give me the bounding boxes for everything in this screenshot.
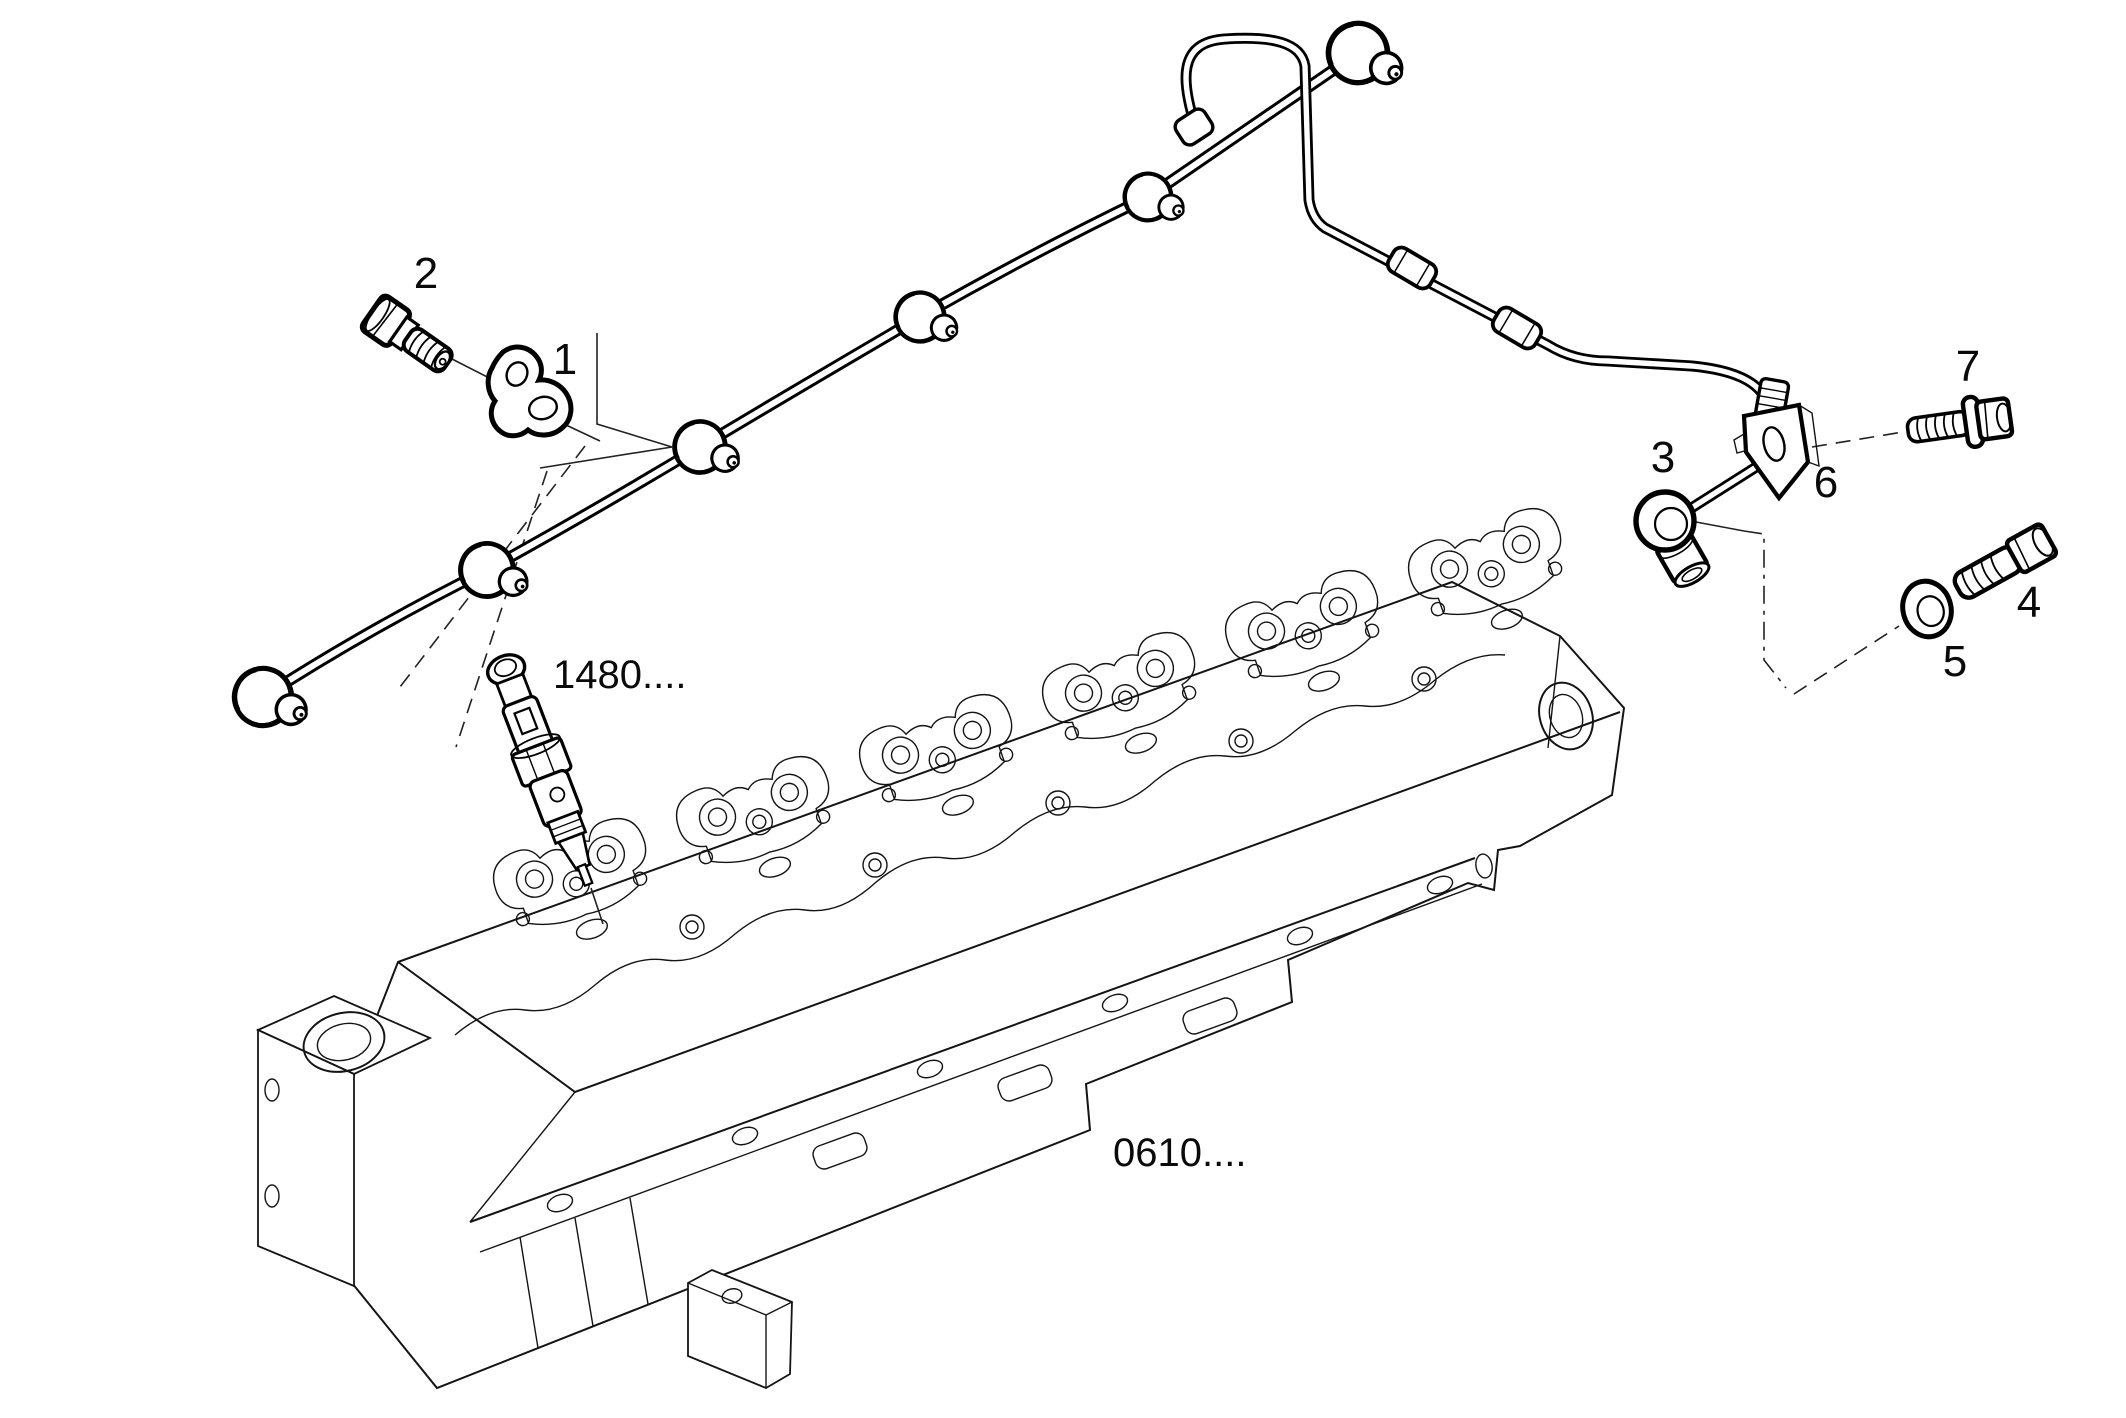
lower-face-ports [812,997,1238,1170]
deck-studs [679,666,1437,940]
washer [1900,578,1954,640]
ref-code-cylinder-head: 0610.... [1113,1131,1246,1175]
callout-3: 3 [1651,433,1675,482]
elbow-union [1633,489,1711,588]
support-bracket [1733,376,1820,502]
clamp-plate [485,344,574,439]
flanged-screw [1905,394,2015,449]
left-end-bracket [255,995,433,1288]
callout-1: 1 [553,335,577,384]
ref-code-injector: 1480.... [553,653,686,697]
injector-leader-line [590,887,604,925]
mounting-foot [687,1269,793,1390]
pipe-union-nut-6 [1318,13,1415,102]
callout-7: 7 [1956,342,1980,391]
flange-bolt-holes [546,875,1454,1213]
hex-bolt [1952,522,2059,600]
pipe-sleeve-2 [1487,302,1547,354]
cylinder-head [255,500,1626,1390]
pipe-tee-joint [1173,107,1215,147]
callout-5: 5 [1943,637,1967,686]
callout-2: 2 [414,249,438,298]
callout-4: 4 [2017,578,2041,627]
hollow-screw [359,293,454,374]
callout-6: 6 [1814,458,1838,507]
pipe-sleeve-1 [1382,242,1442,294]
leak-off-pipe [225,13,1772,742]
fuel-injector [486,653,594,888]
